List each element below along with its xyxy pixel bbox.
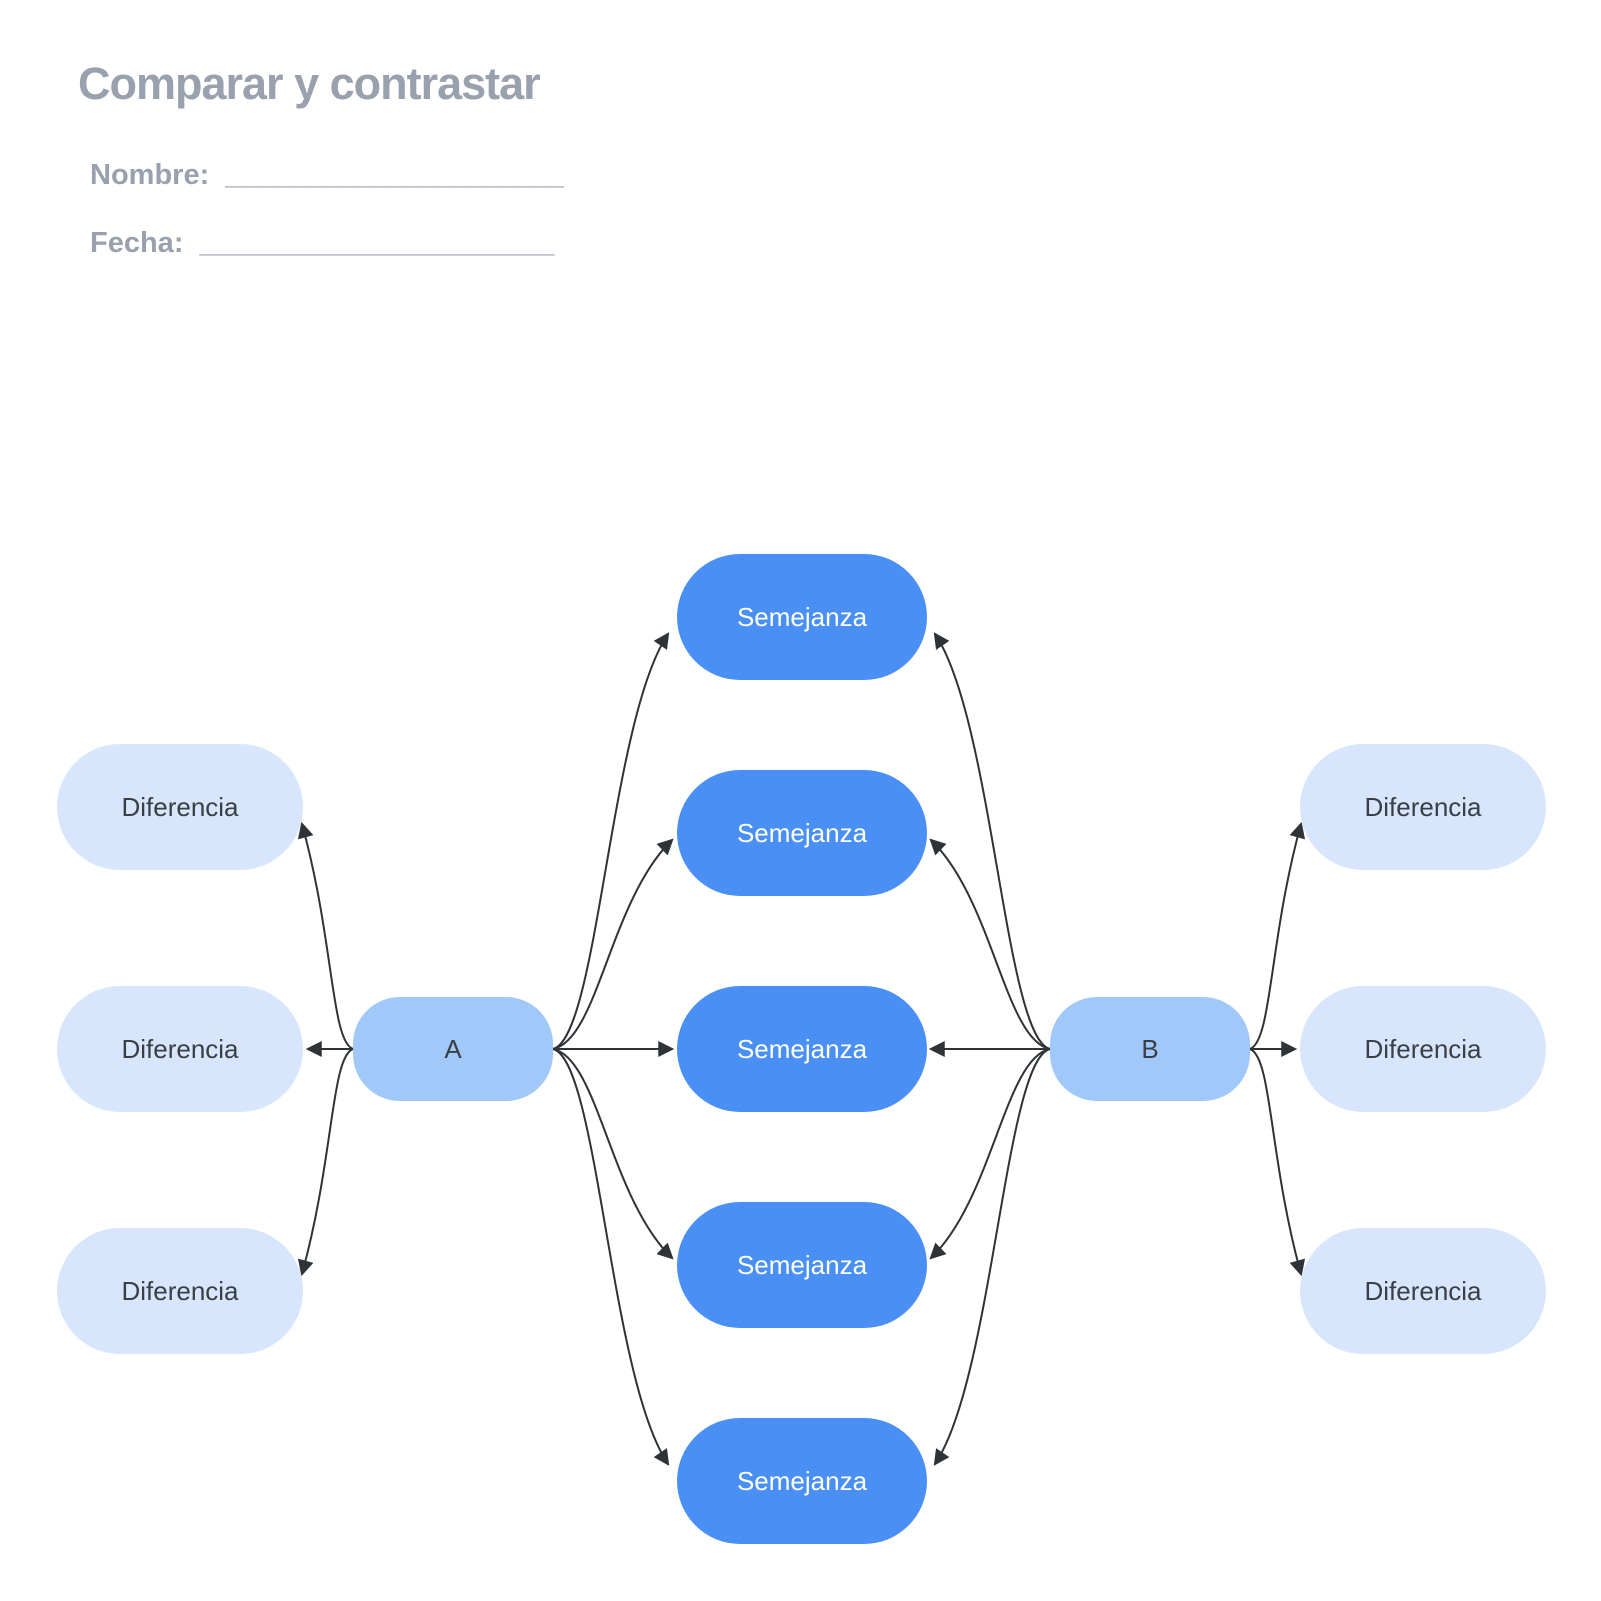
node-label: Semejanza (736, 1249, 868, 1280)
page-title: Comparar y contrastar (78, 58, 541, 109)
node-label: Diferencia (1364, 791, 1482, 822)
date-blank-line[interactable]: ______________________ (199, 227, 555, 259)
node-similarity-2[interactable]: Semejanza (677, 770, 927, 896)
arrow-b-to-similarity-2 (929, 838, 1051, 1050)
node-difference-left-1[interactable]: Diferencia (57, 744, 303, 870)
arrow-a-to-similarity-1 (552, 632, 670, 1050)
name-field-row: Nombre: _____________________ (90, 159, 564, 192)
node-label: Diferencia (121, 1275, 239, 1306)
node-similarity-5[interactable]: Semejanza (677, 1418, 927, 1544)
node-difference-left-3[interactable]: Diferencia (57, 1228, 303, 1354)
node-a[interactable]: A (353, 997, 553, 1101)
node-similarity-4[interactable]: Semejanza (677, 1202, 927, 1328)
node-difference-left-2[interactable]: Diferencia (57, 986, 303, 1112)
node-label: Semejanza (736, 817, 868, 848)
name-blank-line[interactable]: _____________________ (225, 159, 564, 191)
node-similarity-3[interactable]: Semejanza (677, 986, 927, 1112)
arrow-b-to-difference-right-3 (1249, 1048, 1306, 1277)
node-label: A (444, 1033, 462, 1064)
arrow-a-to-difference-left-1 (297, 821, 354, 1050)
date-field-row: Fecha: ______________________ (90, 227, 554, 260)
node-label: Diferencia (121, 1033, 239, 1064)
node-label: Semejanza (736, 601, 868, 632)
node-label: Semejanza (736, 1033, 868, 1064)
arrow-a-to-difference-left-3 (297, 1048, 354, 1277)
node-similarity-1[interactable]: Semejanza (677, 554, 927, 680)
arrow-a-to-similarity-2 (552, 838, 674, 1050)
node-b[interactable]: B (1050, 997, 1250, 1101)
arrow-b-to-difference-right-1 (1249, 821, 1306, 1050)
date-label: Fecha: (90, 227, 184, 259)
node-label: B (1141, 1033, 1159, 1064)
arrow-b-to-similarity-1 (933, 632, 1051, 1050)
node-label: Diferencia (1364, 1033, 1482, 1064)
node-difference-right-3[interactable]: Diferencia (1300, 1228, 1546, 1354)
node-difference-right-2[interactable]: Diferencia (1300, 986, 1546, 1112)
node-label: Diferencia (1364, 1275, 1482, 1306)
arrow-a-to-similarity-4 (552, 1048, 674, 1260)
arrow-b-to-similarity-4 (929, 1048, 1051, 1260)
node-label: Diferencia (121, 791, 239, 822)
node-difference-right-1[interactable]: Diferencia (1300, 744, 1546, 870)
name-label: Nombre: (90, 159, 210, 191)
arrow-b-to-similarity-5 (933, 1048, 1051, 1466)
arrow-a-to-similarity-5 (552, 1048, 670, 1466)
node-label: Semejanza (736, 1465, 868, 1496)
